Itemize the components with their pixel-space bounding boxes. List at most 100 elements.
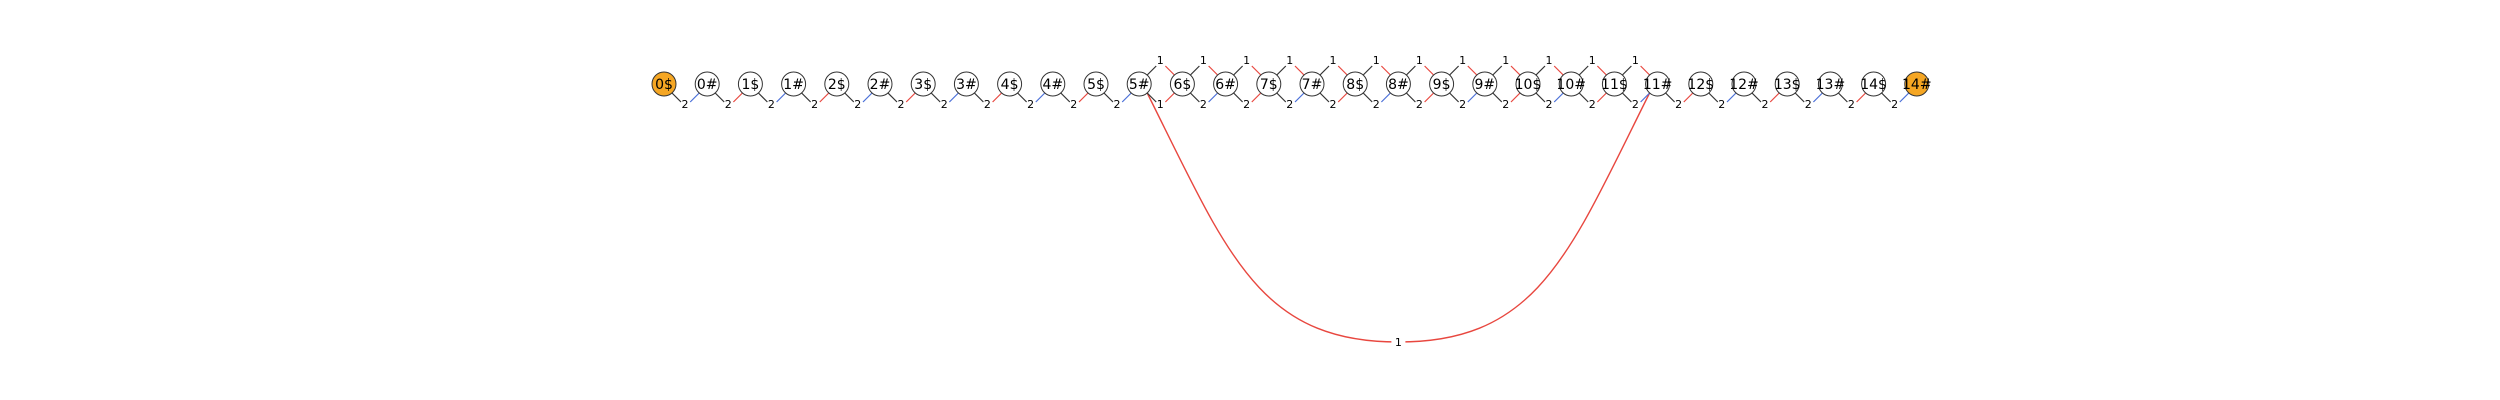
upper-edge-stub-out	[1362, 65, 1373, 76]
graph-node	[1256, 71, 1282, 97]
chain-edge-label: 2	[1373, 98, 1380, 111]
chain-edge-stub-in	[1683, 92, 1694, 103]
upper-edge-stub-in	[1380, 65, 1391, 76]
chain-edge-stub-out	[1708, 92, 1719, 103]
node-label: 9#	[1474, 77, 1495, 93]
chain-edge-stub-out	[1362, 92, 1373, 103]
chain-edge-label: 2	[1675, 98, 1682, 111]
chain-edge-stub-out	[1319, 92, 1330, 103]
chain-edge-stub-in	[1726, 92, 1737, 103]
chain-edge-label: 2	[1330, 98, 1337, 111]
graph-node	[1213, 71, 1239, 97]
node-label: 1#	[783, 77, 804, 93]
node-label: 6$	[1173, 77, 1191, 93]
chain-edge-stub-in	[1553, 92, 1564, 103]
chain-edge-stub-in	[819, 92, 830, 103]
chain-edge-label: 2	[1114, 98, 1121, 111]
upper-edge-stub-out	[1578, 65, 1589, 76]
node-label: 2$	[828, 77, 846, 93]
node-label: 4#	[1042, 77, 1063, 93]
chain-edge-stub-out	[1535, 92, 1546, 103]
chain-edge-stub-out	[1449, 92, 1460, 103]
chain-edge-label: 2	[725, 98, 732, 111]
chain-edge-label: 2	[1805, 98, 1812, 111]
node-label: 14#	[1902, 77, 1932, 93]
chain-edge-stub-in	[1899, 92, 1910, 103]
node-label: 14$	[1860, 77, 1887, 93]
node-label: 13#	[1816, 77, 1846, 93]
chain-edge-stub-in	[1510, 92, 1521, 103]
chain-edge-stub-out	[973, 92, 984, 103]
terminal-node	[651, 71, 677, 97]
upper-edge-stub-out	[1621, 65, 1632, 76]
node-label: 0$	[655, 77, 673, 93]
node-label: 7$	[1260, 77, 1278, 93]
chain-edge-stub-out	[844, 92, 855, 103]
chain-edge-label: 2	[1762, 98, 1769, 111]
chain-edge-stub-out	[1794, 92, 1805, 103]
chain-edge-label: 2	[1632, 98, 1639, 111]
chain-edge-stub-in	[1121, 92, 1132, 103]
upper-edge-label: 1	[1546, 54, 1553, 67]
upper-edge-stub-out	[1189, 65, 1200, 76]
upper-edge-stub-in	[1467, 65, 1478, 76]
upper-edge-label: 1	[1459, 54, 1466, 67]
node-label: 11#	[1643, 77, 1673, 93]
chain-edge-label: 2	[1589, 98, 1596, 111]
chain-edge-stub-in	[1294, 92, 1305, 103]
node-label: 2#	[870, 77, 891, 93]
chain-edge-label: 2	[1848, 98, 1855, 111]
chain-edge-stub-out	[1621, 92, 1632, 103]
chain-edge-stub-in	[1251, 92, 1262, 103]
chain-edge-label: 2	[1718, 98, 1725, 111]
upper-edge-stub-out	[1233, 65, 1244, 76]
graph-node	[953, 71, 979, 97]
chain-edge-stub-in	[992, 92, 1003, 103]
node-label: 6#	[1215, 77, 1236, 93]
chain-edge-stub-in	[1467, 92, 1478, 103]
chain-edge-label: 2	[1891, 98, 1898, 111]
chain-edge-stub-in	[776, 92, 787, 103]
chain-edge-stub-in	[1078, 92, 1089, 103]
chain-edge-stub-out	[1578, 92, 1589, 103]
upper-edge-stub-in	[1337, 65, 1348, 76]
chain-edge-stub-in	[1424, 92, 1435, 103]
node-label: 12$	[1687, 77, 1714, 93]
upper-edge-stub-out	[1276, 65, 1287, 76]
chain-edge-label: 2	[1416, 98, 1423, 111]
terminal-node	[1904, 71, 1930, 97]
graph-node	[1774, 71, 1800, 97]
node-label: 7#	[1302, 77, 1323, 93]
graph-node	[1472, 71, 1498, 97]
upper-edge-stub-out	[1449, 65, 1460, 76]
upper-edge-stub-in	[1164, 65, 1175, 76]
upper-edge-label: 1	[1243, 54, 1250, 67]
upper-edge-label: 1	[1589, 54, 1596, 67]
chain-edge-label: 2	[1286, 98, 1293, 111]
chain-edge-stub-out	[801, 92, 812, 103]
upper-edge-stub-in	[1596, 65, 1607, 76]
chain-edge-stub-in	[948, 92, 959, 103]
node-label: 10#	[1556, 77, 1586, 93]
node-label: 0#	[697, 77, 718, 93]
chain-edge-stub-in	[1640, 92, 1651, 103]
upper-edge-stub-in	[1208, 65, 1219, 76]
graph-node	[1645, 71, 1671, 97]
node-label: 13$	[1774, 77, 1801, 93]
chain-edge-stub-in	[689, 92, 700, 103]
chain-edge-stub-in	[1208, 92, 1219, 103]
chain-edge-label: 2	[811, 98, 818, 111]
chain-edge-label: 2	[1243, 98, 1250, 111]
graph-node	[867, 71, 893, 97]
node-label: 4$	[1001, 77, 1019, 93]
upper-edge-label: 1	[1200, 54, 1207, 67]
chain-edge-label: 2	[1027, 98, 1034, 111]
upper-edge-label: 1	[1157, 54, 1164, 67]
node-label: 8#	[1388, 77, 1409, 93]
node-label: 5$	[1087, 77, 1105, 93]
graph-node	[1299, 71, 1325, 97]
graph-node	[910, 71, 936, 97]
upper-edge-stub-out	[1146, 65, 1157, 76]
